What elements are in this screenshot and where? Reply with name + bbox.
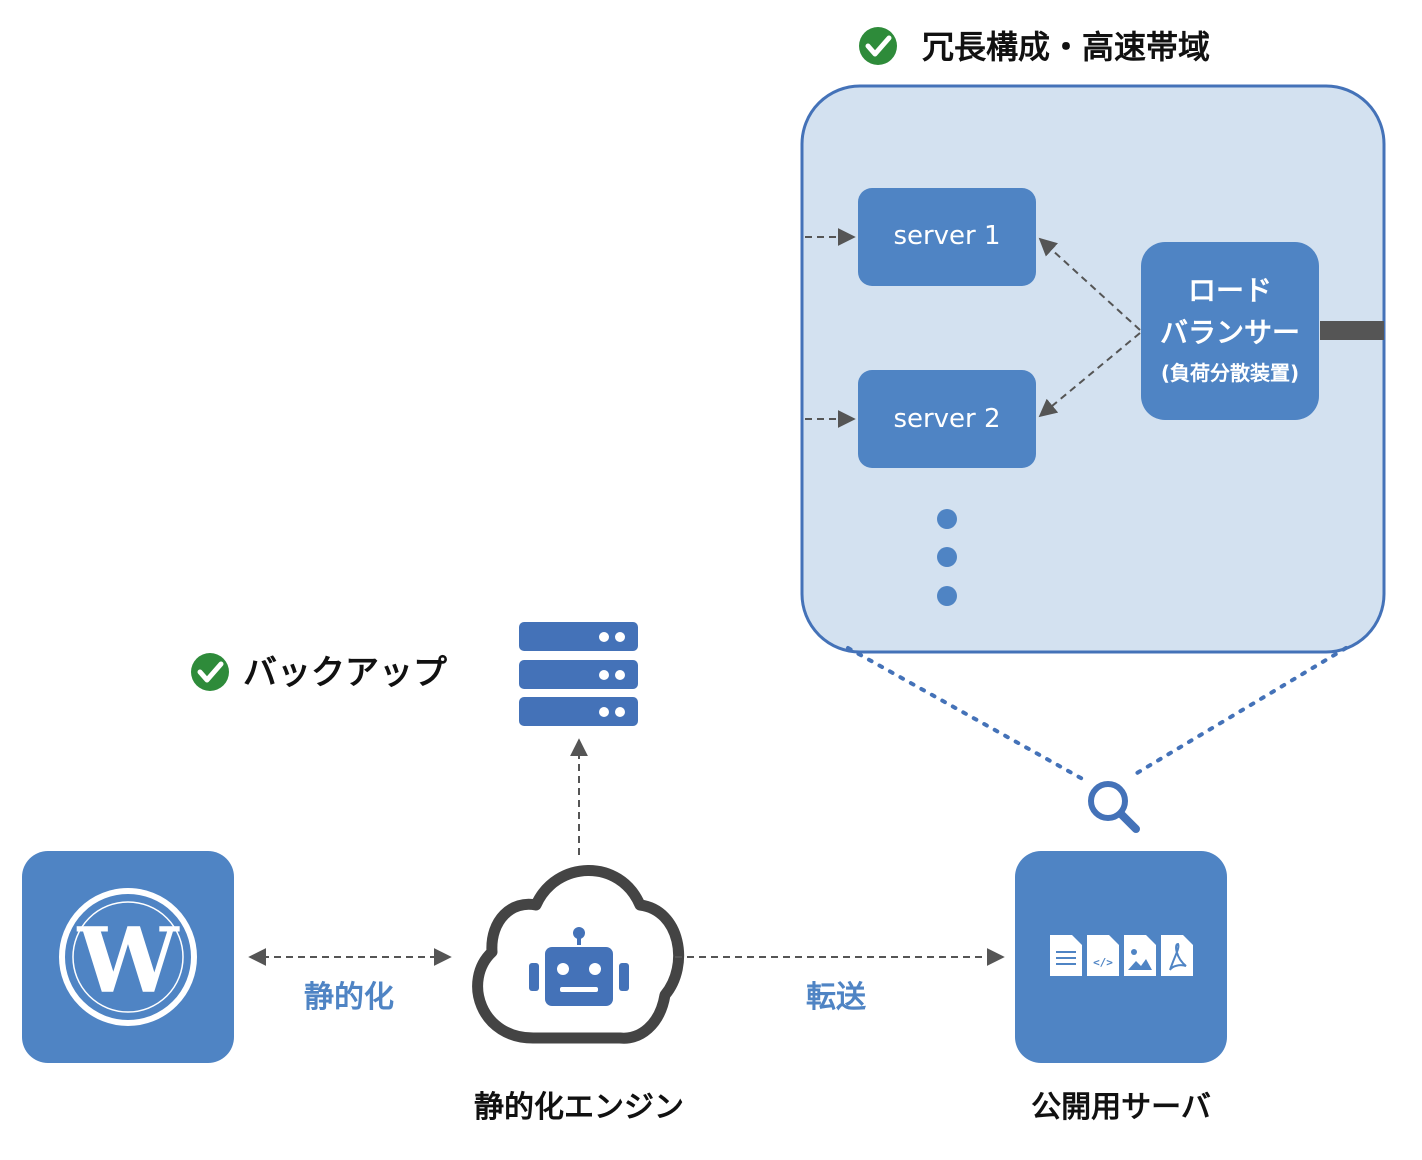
magnifier-icon: [1088, 781, 1140, 833]
redundancy-check-icon: [859, 27, 897, 65]
transfer-label: 転送: [806, 980, 866, 1015]
lb-to-server1-arrow: [1038, 237, 1141, 331]
staticize-label: 静的化: [304, 980, 394, 1015]
image-file-icon: [1124, 935, 1156, 976]
public-server-node: </>: [1015, 851, 1227, 1063]
backup-heading: バックアップ: [243, 653, 447, 693]
load-balancer-node: ロード バランサー (負荷分散装置): [1141, 242, 1319, 420]
uplink-bar: [1320, 321, 1384, 340]
svg-text:</>: </>: [1093, 956, 1113, 969]
server2-node: server 2: [858, 370, 1036, 468]
svg-text:W: W: [76, 908, 180, 1014]
backup-check-icon: [191, 653, 229, 691]
public-server-label: 公開用サーバ: [1031, 1090, 1211, 1125]
server2-label: server 2: [893, 404, 1000, 434]
load-balancer-label-1: ロード: [1188, 274, 1272, 307]
pdf-file-icon: [1161, 935, 1193, 976]
more-servers-dots: [937, 509, 957, 606]
wordpress-logo-icon: W: [59, 888, 197, 1026]
wordpress-node: W: [22, 851, 234, 1063]
code-file-icon: </>: [1087, 935, 1119, 976]
redundancy-heading: 冗長構成・高速帯域: [922, 28, 1210, 66]
cloud-robot-icon: [472, 865, 685, 1044]
engine-label: 静的化エンジン: [474, 1090, 684, 1125]
server1-label: server 1: [893, 221, 1000, 251]
text-file-icon: [1050, 935, 1082, 976]
load-balancer-label-3: (負荷分散装置): [1161, 361, 1299, 385]
load-balancer-label-2: バランサー: [1160, 316, 1300, 349]
server-stack-icon: [519, 622, 638, 726]
zoom-line-right: [1130, 646, 1348, 778]
lb-to-server2-arrow: [1038, 332, 1141, 418]
zoom-line-left: [846, 646, 1090, 784]
server1-node: server 1: [858, 188, 1036, 286]
